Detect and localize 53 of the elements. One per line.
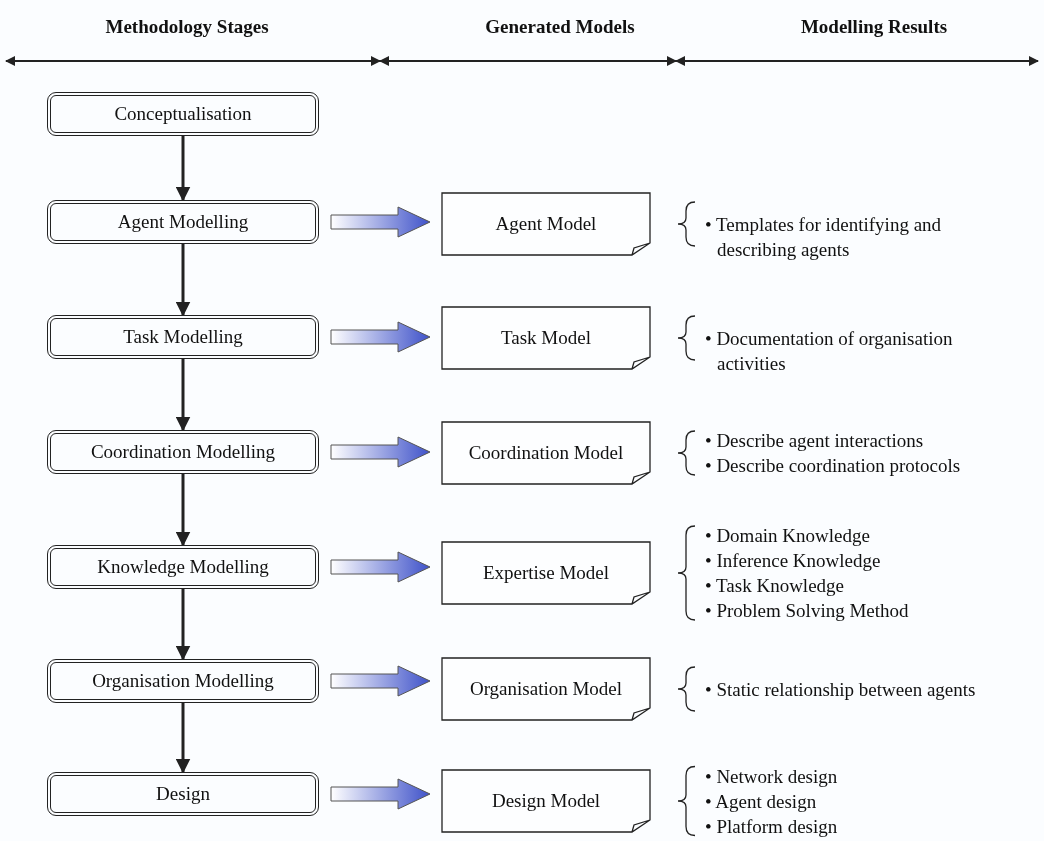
document-box (442, 770, 650, 832)
node-label: Conceptualisation (114, 103, 252, 125)
column-heading: Modelling Results (800, 16, 948, 38)
block-arrow (330, 436, 431, 468)
document-box (442, 193, 650, 255)
arrow (175, 136, 191, 202)
node-label: Organisation Model (469, 678, 623, 700)
result-item: • Inference Knowledge (705, 549, 882, 573)
stage-box (47, 315, 319, 359)
arrow (175, 703, 191, 774)
result-item: • Platform design (705, 814, 839, 839)
node-label: Design Model (491, 790, 601, 812)
column-heading: Generated Models (485, 16, 635, 38)
arrow (175, 244, 191, 317)
arrow (175, 474, 191, 547)
stage-box (47, 659, 319, 703)
block-arrow (330, 665, 431, 697)
result-item: • Describe coordination protocols (705, 454, 962, 478)
result-item: • Domain Knowledge (705, 524, 871, 548)
stage-box (47, 430, 319, 474)
result-item: • Describe agent interactions (705, 429, 925, 453)
document-box (442, 307, 650, 369)
result-item: • Network design (705, 764, 839, 789)
node-label: Task Modelling (123, 326, 243, 348)
node-label: Task Model (501, 327, 591, 349)
node-label: Coordination Modelling (90, 441, 276, 463)
block-arrow (330, 206, 431, 238)
stage-box (47, 772, 319, 816)
arrow (175, 589, 191, 661)
stage-box (47, 92, 319, 136)
block-arrow (330, 551, 431, 583)
node-label: Expertise Model (482, 562, 610, 584)
result-item: • Templates for identifying and describing agents (705, 212, 943, 262)
result-item: • Documentation of organisation activities (705, 326, 954, 376)
result-item: • Problem Solving Method (705, 599, 910, 623)
node-label: Design (156, 783, 210, 805)
document-box (442, 542, 650, 604)
arrow (175, 359, 191, 432)
column-heading: Methodology Stages (105, 16, 269, 38)
stage-box (47, 200, 319, 244)
node-label: Coordination Model (468, 442, 624, 464)
result-item: • Agent design (705, 789, 818, 814)
document-box (442, 658, 650, 720)
node-label: Organisation Modelling (92, 670, 274, 692)
document-box (442, 422, 650, 484)
result-item: • Task Knowledge (705, 574, 845, 598)
stage-box (47, 545, 319, 589)
node-label: Agent Model (495, 213, 597, 235)
node-label: Agent Modelling (117, 211, 249, 233)
result-item: • Static relationship between agents (705, 677, 977, 702)
block-arrow (330, 778, 431, 810)
node-label: Knowledge Modelling (97, 556, 269, 578)
block-arrow (330, 321, 431, 353)
